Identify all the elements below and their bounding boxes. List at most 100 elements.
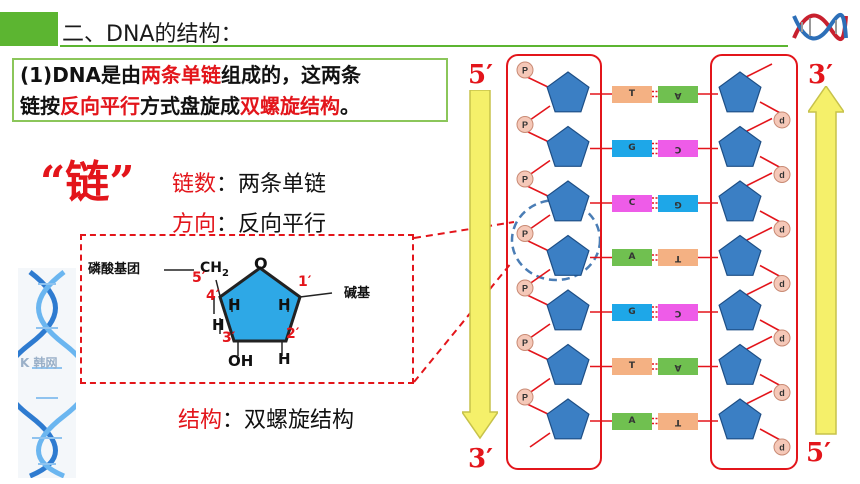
intro-text: (1)DNA是由 bbox=[20, 63, 142, 87]
phosphate-right bbox=[773, 220, 791, 238]
phosphate-right-label: d bbox=[779, 170, 785, 180]
phosphodiester-bond bbox=[524, 129, 551, 144]
thumbnail-watermark: K 韩网 bbox=[20, 356, 58, 370]
hydrogen-label: H bbox=[278, 296, 291, 314]
sugar-callout-box bbox=[80, 234, 414, 384]
deoxyribose-left bbox=[546, 343, 590, 385]
phosphodiester-bond bbox=[524, 238, 551, 253]
up-direction-arrow bbox=[808, 86, 844, 435]
chain-direction-row: 方向：反向平行 bbox=[172, 206, 326, 238]
phosphate-right bbox=[773, 438, 791, 456]
phosphodiester-bond bbox=[759, 319, 783, 333]
dna-helix-thumbnail bbox=[18, 268, 76, 478]
deoxyribose-right bbox=[718, 180, 762, 222]
phosphate-left bbox=[516, 61, 534, 79]
dna-logo-icon bbox=[792, 13, 848, 41]
phosphate-right bbox=[773, 111, 791, 129]
base-left: T bbox=[612, 358, 652, 375]
intro-statement: (1)DNA是由两条单链组成的，这两条 链按反向平行方式盘旋成双螺旋结构。 bbox=[12, 58, 448, 122]
phosphodiester-bond bbox=[759, 373, 783, 388]
sugar-ring-shape bbox=[218, 266, 302, 343]
hydrogen-label: H bbox=[228, 296, 241, 314]
phosphate-left bbox=[516, 334, 534, 351]
ch2-label: CH2 bbox=[200, 260, 229, 279]
phosphodiester-bond bbox=[759, 428, 783, 442]
phosphate-left bbox=[516, 116, 534, 133]
phosphate-right bbox=[773, 384, 791, 401]
phosphate-left-label: P bbox=[522, 338, 528, 348]
base-left: A bbox=[612, 249, 652, 266]
deoxyribose-right bbox=[718, 71, 762, 113]
phosphodiester-bond bbox=[759, 155, 783, 170]
strand-end-5prime-bottom: 5′ bbox=[806, 438, 831, 468]
deoxyribose-right bbox=[718, 289, 762, 331]
phosphodiester-bond bbox=[524, 184, 551, 198]
chain-count-row: 链数：两条单链 bbox=[172, 166, 326, 198]
ch2-subscript: 2 bbox=[222, 267, 229, 279]
base-left: G bbox=[612, 140, 652, 157]
base-left: T bbox=[612, 85, 652, 103]
carbon-1-label: 1′ bbox=[298, 274, 312, 290]
phosphodiester-bond bbox=[529, 105, 551, 121]
deoxyribose-right bbox=[718, 343, 762, 385]
phosphate-left bbox=[516, 170, 534, 188]
phosphate-right-label: d bbox=[779, 388, 785, 398]
base-left: C bbox=[612, 194, 652, 212]
deoxyribose-left bbox=[546, 398, 590, 440]
phosphodiester-bond bbox=[529, 432, 551, 448]
base-right: C bbox=[658, 140, 698, 157]
carbon-3-label: 3′ bbox=[222, 330, 236, 346]
ch2-text: CH bbox=[200, 260, 222, 276]
chain-structure-key: 结构 bbox=[178, 408, 223, 433]
deoxyribose-left bbox=[546, 71, 590, 113]
phosphate-right-label: d bbox=[779, 443, 785, 453]
title-underline bbox=[60, 45, 788, 47]
phosphate-left-label: P bbox=[522, 393, 528, 403]
base-right: T bbox=[658, 249, 698, 266]
phosphate-right bbox=[773, 166, 791, 183]
base-right: A bbox=[658, 85, 698, 103]
phosphate-right bbox=[773, 329, 791, 347]
phosphate-right-label: d bbox=[779, 225, 785, 235]
intro-highlight: 双螺旋结构 bbox=[240, 94, 340, 118]
page-title: 二、DNA的结构： bbox=[62, 22, 243, 47]
chain-structure-row: 结构：双螺旋结构 bbox=[178, 402, 354, 434]
intro-text: 链按 bbox=[20, 94, 60, 118]
base-right: G bbox=[658, 194, 698, 212]
hydrogen-label: H bbox=[212, 316, 225, 334]
phosphate-left-label: P bbox=[522, 66, 528, 76]
carbon-5-label: 5′ bbox=[192, 270, 206, 286]
ring-oxygen-label: O bbox=[254, 254, 268, 273]
phosphate-left-label: P bbox=[522, 175, 528, 185]
phosphodiester-bond bbox=[524, 75, 551, 89]
phosphodiester-bond bbox=[529, 377, 551, 394]
deoxyribose-right bbox=[718, 234, 762, 276]
phosphodiester-bond bbox=[759, 264, 783, 279]
deoxyribose-left bbox=[546, 234, 590, 276]
phosphate-left bbox=[516, 279, 534, 297]
phosphodiester-bond bbox=[524, 293, 551, 307]
strand-end-3prime-top: 3′ bbox=[808, 60, 833, 90]
deoxyribose-diagram bbox=[164, 266, 333, 356]
phosphate-left bbox=[516, 388, 534, 406]
phosphodiester-bond bbox=[529, 268, 551, 285]
intro-highlight: 两条单链 bbox=[141, 63, 222, 87]
phosphate-left-label: P bbox=[522, 229, 528, 239]
hydrogen-label: H bbox=[278, 350, 291, 368]
phosphodiester-bond bbox=[529, 323, 551, 339]
left-strand-box bbox=[506, 54, 602, 470]
carbon-2-label: 2′ bbox=[286, 326, 300, 342]
intro-line-2: 链按反向平行方式盘旋成双螺旋结构。 bbox=[20, 91, 440, 122]
deoxyribose-left bbox=[546, 125, 590, 167]
phosphate-right-label: d bbox=[779, 279, 785, 289]
phosphodiester-bond bbox=[524, 347, 551, 362]
carbon-4-label: 4′ bbox=[206, 288, 220, 304]
phosphodiester-bond bbox=[524, 402, 551, 416]
phosphate-right-label: d bbox=[779, 334, 785, 344]
base-left: G bbox=[612, 303, 652, 321]
strand-end-3prime-bottom: 3′ bbox=[468, 444, 493, 474]
base-right: C bbox=[658, 303, 698, 321]
phosphate-left-label: P bbox=[522, 120, 528, 130]
intro-text: 方式盘旋成 bbox=[140, 94, 240, 118]
